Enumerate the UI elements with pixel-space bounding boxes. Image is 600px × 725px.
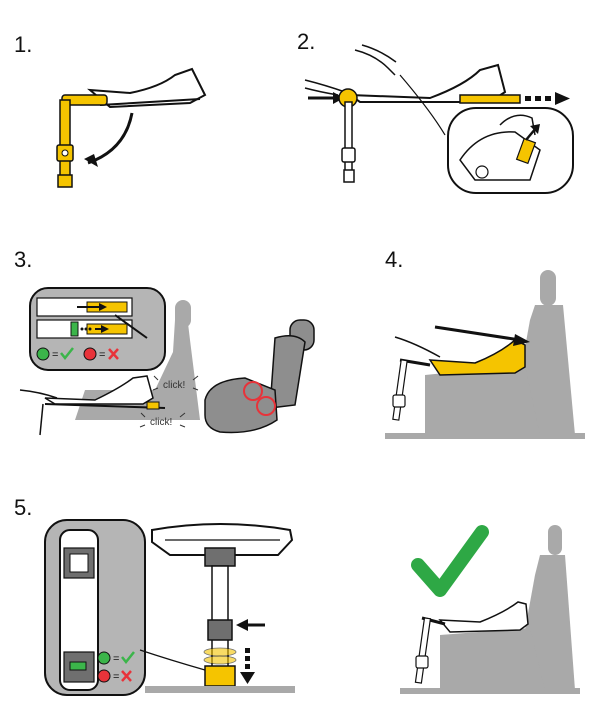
arrow-icon	[240, 648, 255, 684]
step-3-number: 3.	[14, 247, 33, 272]
arrow-icon	[87, 112, 134, 165]
cross-icon	[121, 670, 132, 682]
step-4-illustration	[385, 270, 585, 439]
cross-icon	[108, 348, 119, 360]
svg-text:=: =	[52, 349, 58, 361]
svg-text:=: =	[99, 349, 105, 361]
arrow-icon	[434, 325, 521, 342]
check-icon	[60, 347, 74, 361]
step-4-number: 4.	[385, 247, 404, 272]
success-checkmark-icon	[411, 525, 489, 597]
step-2-illustration	[304, 44, 574, 194]
click-burst-icon: click!	[152, 375, 199, 391]
click-burst-icon: click!	[139, 412, 186, 428]
svg-text:click!: click!	[163, 380, 185, 391]
svg-text:click!: click!	[150, 417, 172, 428]
svg-text:=: =	[113, 671, 119, 683]
step-1-number: 1.	[14, 32, 33, 57]
step-2-number: 2.	[297, 29, 316, 54]
step-1-illustration	[56, 67, 207, 188]
check-icon	[121, 651, 135, 665]
final-illustration	[400, 525, 580, 694]
step-3-illustration: = = click! click!	[19, 287, 315, 436]
step-5-number: 5.	[14, 495, 33, 520]
svg-text:=: =	[113, 653, 119, 665]
step-5-illustration: = =	[44, 519, 295, 696]
arrow-icon	[525, 92, 570, 105]
